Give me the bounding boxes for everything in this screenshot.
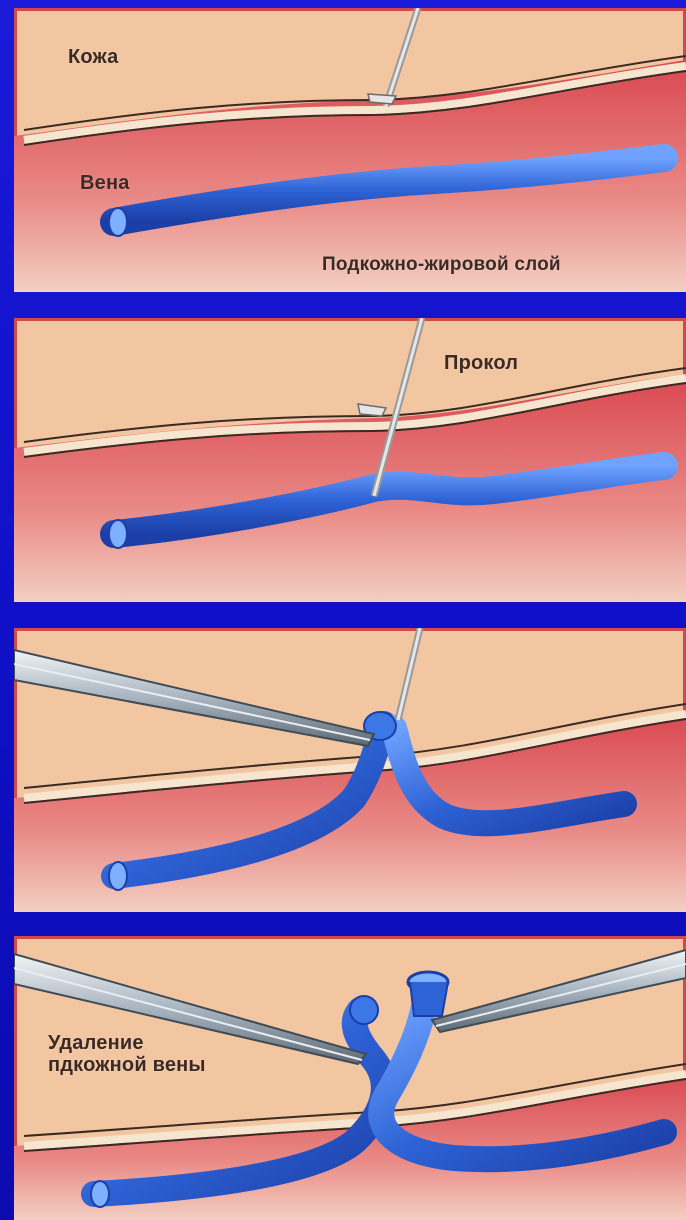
panel-step-2: Прокол (14, 318, 686, 602)
vein-opening (109, 208, 127, 236)
label-vein: Вена (80, 172, 130, 194)
panel-3-illustration (14, 628, 686, 912)
panel-2-illustration (14, 318, 686, 602)
label-skin: Кожа (68, 46, 119, 68)
vein-opening (91, 1181, 109, 1207)
forceps-icon-right (432, 950, 686, 1032)
panel-step-3 (14, 628, 686, 912)
panel-step-4: Удаление пдкожной вены (14, 936, 686, 1220)
needle-icon (368, 8, 418, 106)
label-removal: Удаление пдкожной вены (48, 1032, 206, 1076)
panel-4-illustration (14, 936, 686, 1220)
vein-loop (350, 996, 378, 1024)
forceps-icon (14, 650, 374, 746)
panel-step-1: Кожа Вена Подкожно-жировой слой (14, 8, 686, 292)
label-fat-layer: Подкожно-жировой слой (322, 254, 561, 276)
vein-opening (109, 520, 127, 548)
label-puncture: Прокол (444, 352, 518, 374)
vein-opening (109, 862, 127, 890)
needle-icon (398, 628, 420, 720)
